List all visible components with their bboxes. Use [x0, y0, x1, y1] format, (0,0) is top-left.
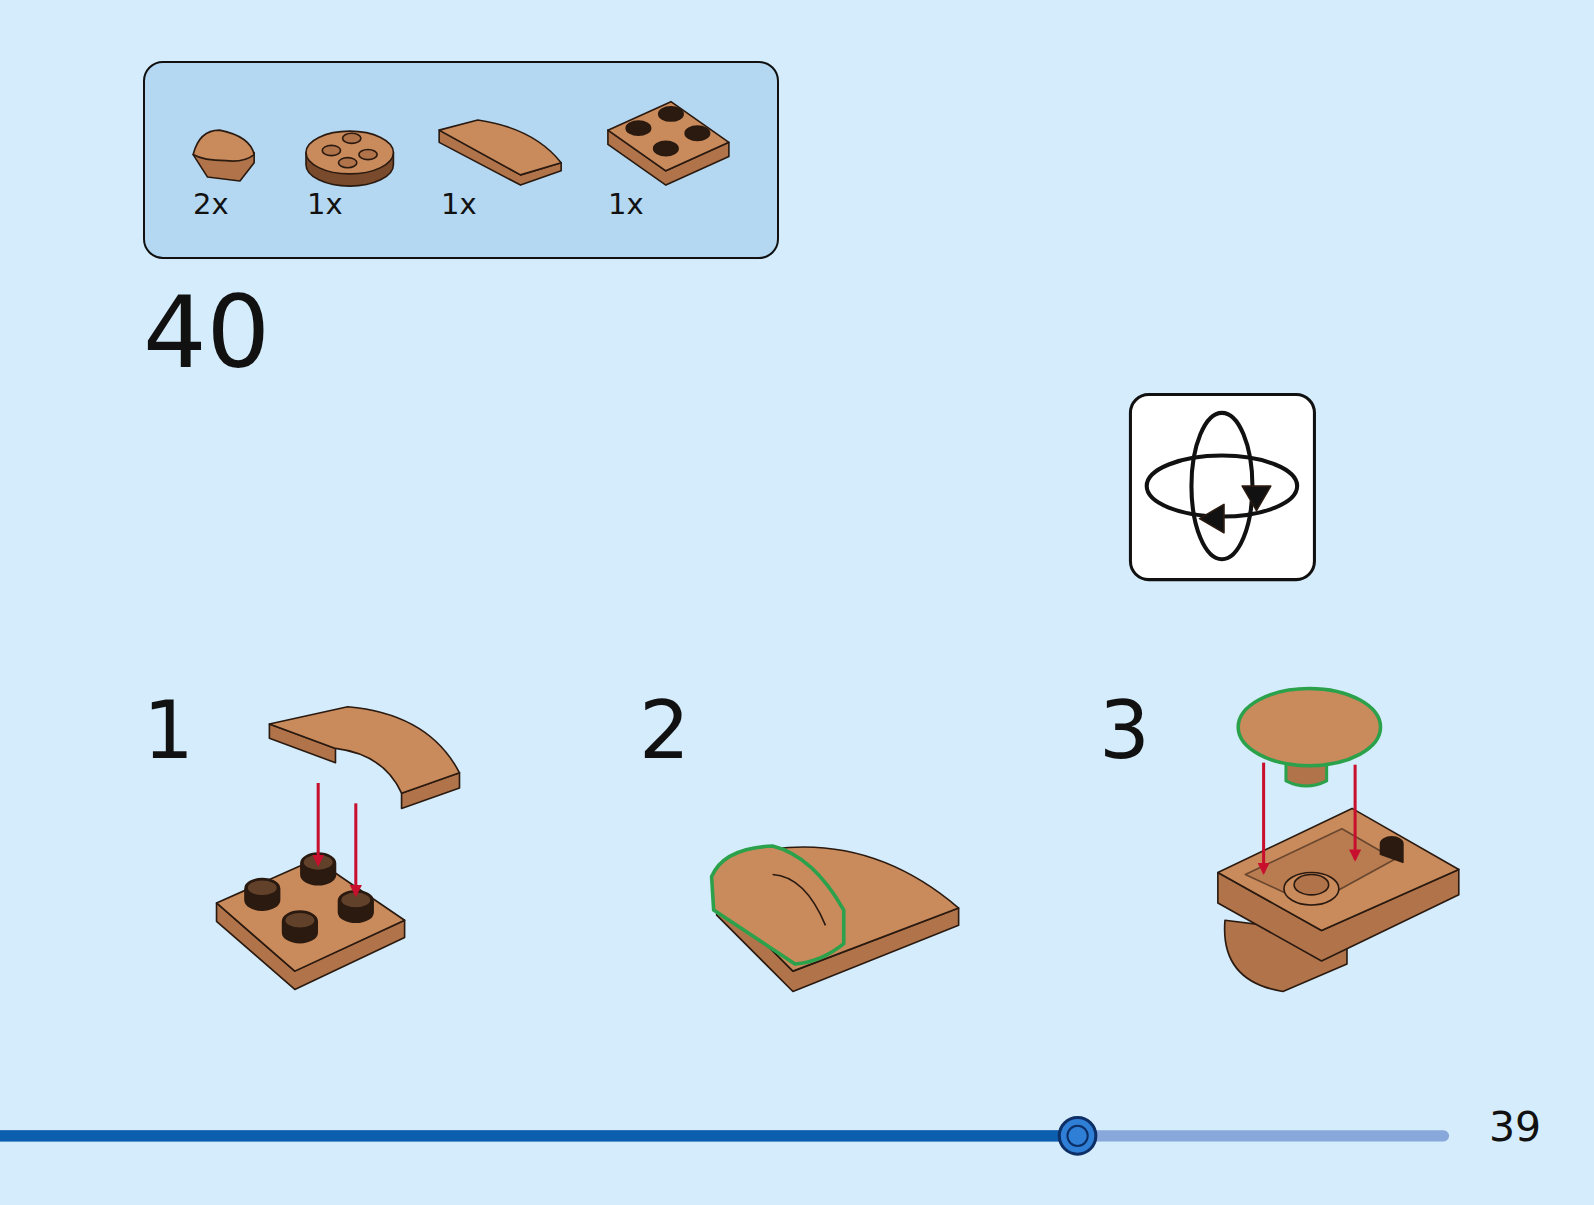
step-3-illustration — [1218, 688, 1459, 991]
part-quantity: 1x — [441, 190, 477, 219]
plate-part — [608, 102, 729, 185]
round-plate-part — [306, 131, 393, 186]
sub-step-number: 2 — [639, 691, 690, 771]
progress-bar — [0, 1118, 1444, 1155]
step-number: 40 — [143, 283, 270, 383]
curved-brick-part — [193, 130, 254, 181]
part-quantity: 1x — [307, 190, 343, 219]
parts-panel-fill — [143, 61, 778, 259]
step-1-illustration — [217, 707, 460, 990]
sub-step-number: 3 — [1099, 691, 1150, 771]
part-quantity: 2x — [193, 190, 229, 219]
sub-step-number: 1 — [143, 691, 194, 771]
rotate-model-icon — [1130, 395, 1314, 580]
parts-list-panel: 2x 1x 1x 1x — [143, 61, 779, 259]
step-2-illustration — [712, 846, 959, 991]
part-quantity: 1x — [608, 190, 644, 219]
curved-slope-part — [439, 120, 561, 185]
page-number: 39 — [1489, 1107, 1541, 1148]
